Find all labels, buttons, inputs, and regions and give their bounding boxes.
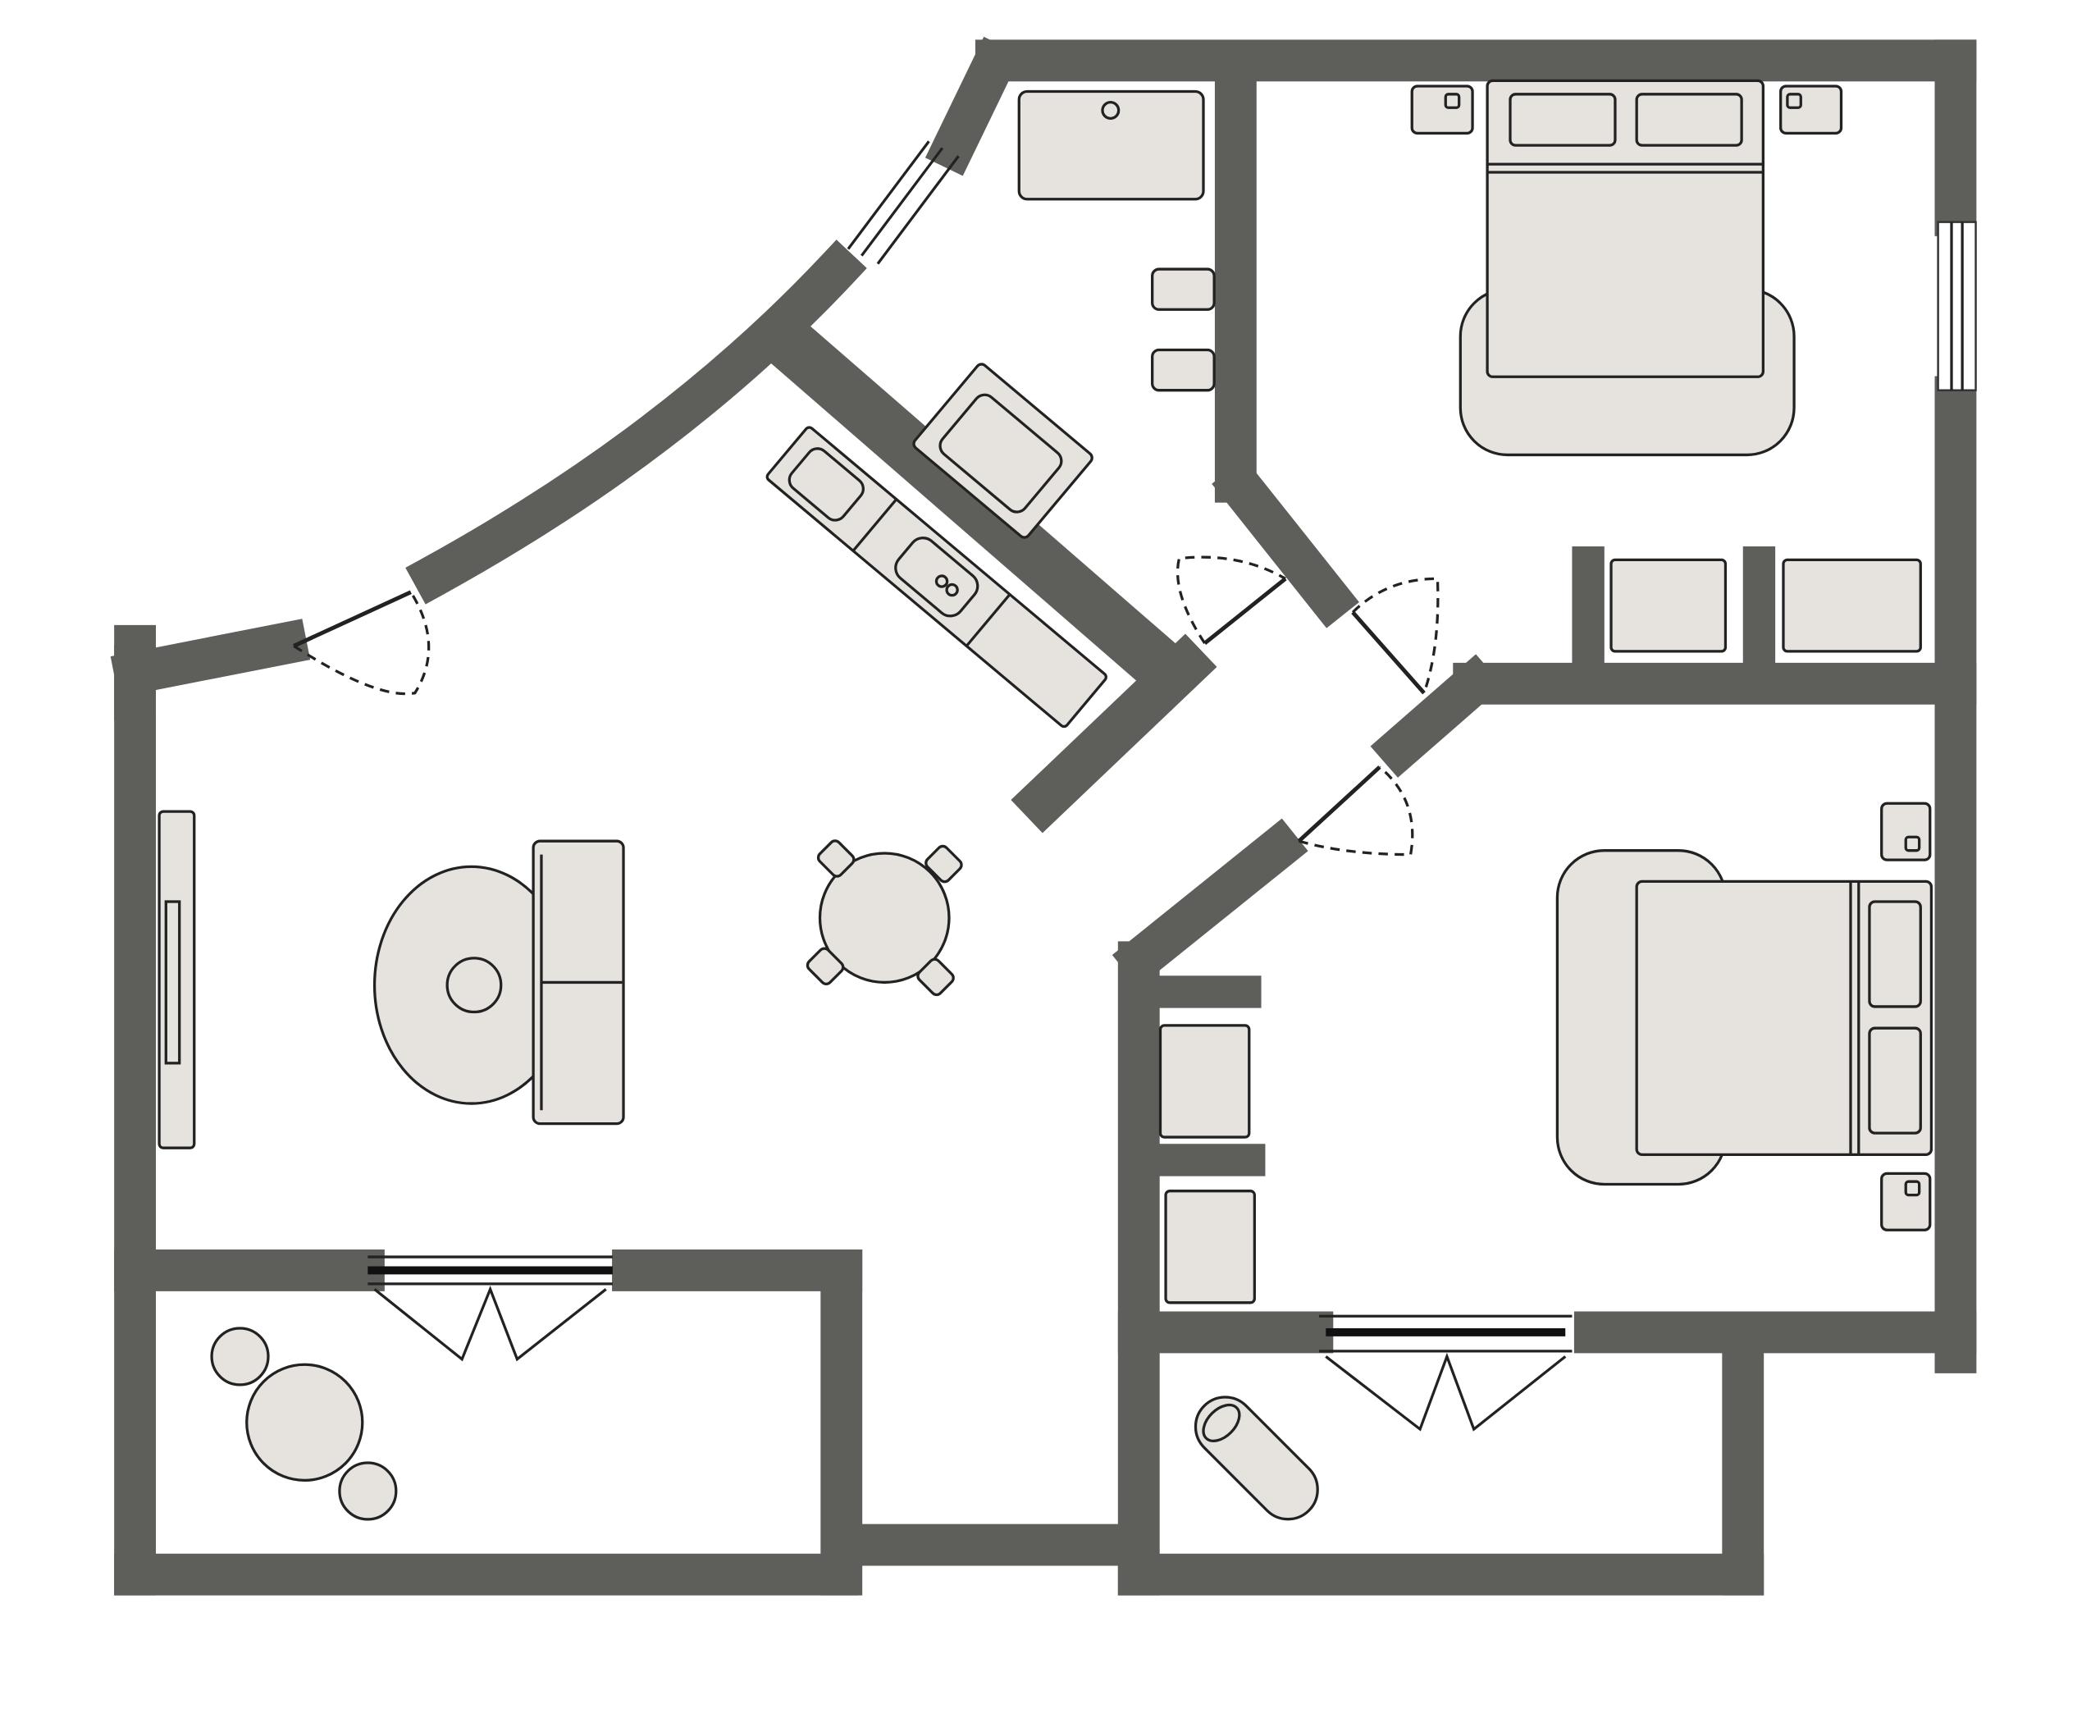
bedroom-1-door[interactable] — [1351, 610, 1426, 695]
chair — [338, 1461, 398, 1521]
wardrobe — [1158, 1024, 1251, 1139]
stove — [788, 447, 865, 522]
windows — [847, 140, 1977, 391]
doors — [293, 555, 1573, 1432]
shower — [912, 363, 1093, 539]
sink — [894, 537, 979, 618]
wardrobe — [1782, 558, 1922, 653]
double-bed — [1486, 79, 1765, 378]
dining-table — [818, 852, 951, 984]
round-table — [245, 1363, 364, 1482]
balcony-right-door[interactable] — [1319, 1314, 1573, 1432]
balcony-furniture — [210, 1327, 1319, 1521]
chair — [816, 839, 856, 878]
coffee-table — [445, 957, 503, 1014]
nightstand — [1880, 802, 1932, 861]
entrance-door[interactable] — [293, 590, 412, 648]
chair — [924, 844, 963, 884]
chair — [806, 947, 845, 986]
bidet — [1151, 348, 1216, 392]
bedroom-1-furniture — [1410, 79, 1922, 653]
nightstand — [1779, 85, 1843, 135]
pillow — [1868, 1026, 1922, 1135]
bathroom-fixtures — [912, 89, 1216, 539]
balcony-left-door[interactable] — [368, 1255, 613, 1362]
chair — [916, 957, 955, 997]
living-room-furniture — [158, 810, 963, 1149]
pillow — [1509, 93, 1617, 147]
kitchen-counter — [765, 426, 1107, 729]
toilet — [1151, 267, 1216, 311]
bedroom-window — [1937, 221, 1977, 391]
bedroom-2-door[interactable] — [1297, 765, 1381, 843]
pillow — [1868, 900, 1922, 1008]
pillow — [1635, 93, 1743, 147]
lounger — [1194, 1396, 1319, 1521]
kitchen-door[interactable] — [1203, 577, 1287, 645]
bathroom-window — [861, 147, 944, 257]
bedroom-2-furniture — [1158, 802, 1933, 1304]
wardrobe — [1609, 558, 1728, 653]
nightstand — [1410, 85, 1474, 135]
walls — [110, 36, 1977, 1596]
chair — [210, 1327, 270, 1387]
drain-icon — [1101, 101, 1121, 120]
tv-unit — [158, 810, 196, 1149]
bathtub — [1017, 89, 1205, 201]
wardrobe — [1164, 1190, 1256, 1304]
